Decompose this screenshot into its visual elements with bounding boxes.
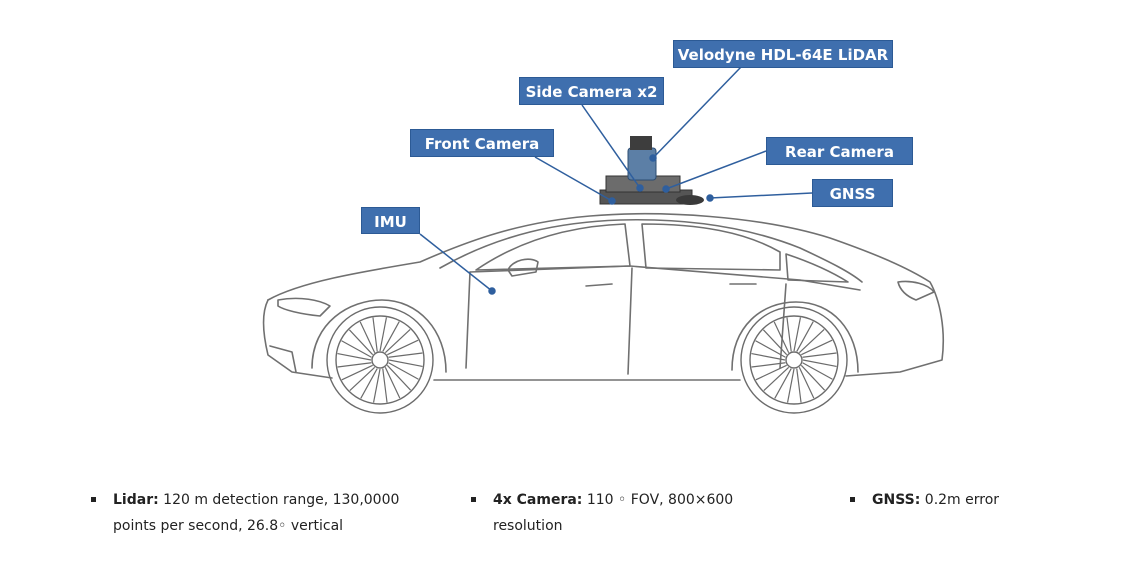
wheel-spoke bbox=[755, 340, 786, 358]
spec-item-lidar: Lidar: 120 m detection range, 130,0000 p… bbox=[91, 487, 413, 539]
wheel-spoke bbox=[337, 362, 372, 368]
wheel-spoke bbox=[379, 317, 388, 352]
wheel-spoke bbox=[751, 352, 786, 361]
wheel-spoke bbox=[388, 362, 419, 380]
wheel-spoke bbox=[796, 368, 802, 403]
wheel-spoke bbox=[384, 328, 411, 354]
wheel-spoke bbox=[337, 352, 372, 361]
rear-camera-label: Rear Camera bbox=[766, 137, 913, 165]
wheel-spoke bbox=[372, 317, 378, 352]
wheel-spoke bbox=[774, 368, 792, 399]
wheel-spoke bbox=[386, 364, 412, 391]
roof-sensor-rack bbox=[599, 136, 704, 205]
wheel-spoke bbox=[786, 317, 792, 352]
wheel-spoke bbox=[773, 321, 790, 353]
spec-text: 120 m detection range, 130,0000 bbox=[163, 492, 400, 508]
wheel-spoke bbox=[382, 321, 400, 352]
wheel-spoke bbox=[786, 368, 795, 403]
wheel-spoke bbox=[755, 364, 787, 381]
rear-wheel bbox=[740, 306, 848, 414]
wheel-spoke bbox=[800, 364, 826, 391]
imu-label: IMU bbox=[361, 207, 420, 234]
wheel-spoke bbox=[793, 317, 802, 352]
spec-name: GNSS: bbox=[872, 492, 921, 508]
wheel-spoke bbox=[798, 367, 815, 399]
wheel-spoke bbox=[798, 328, 825, 354]
wheel-spoke bbox=[388, 352, 423, 358]
spec-text-line2: resolution bbox=[493, 518, 563, 534]
wheel-spoke bbox=[341, 340, 372, 358]
wheel-spoke bbox=[751, 362, 786, 368]
spec-text-line2: points per second, 26.8◦ vertical bbox=[113, 518, 344, 534]
wheel-spoke bbox=[348, 329, 374, 356]
wheel-spoke bbox=[359, 321, 376, 353]
wheel-spoke bbox=[349, 366, 376, 392]
spec-name: 4x Camera: bbox=[493, 492, 583, 508]
bullet-marker bbox=[850, 497, 855, 502]
front-camera-label: Front Camera bbox=[410, 129, 554, 157]
lidar-label: Velodyne HDL-64E LiDAR bbox=[673, 40, 893, 68]
wheel-spoke bbox=[387, 339, 419, 356]
car-sketch bbox=[262, 213, 945, 381]
wheel-spoke bbox=[382, 368, 388, 403]
wheel-spoke bbox=[802, 362, 833, 380]
wheel-spoke bbox=[763, 366, 790, 392]
spec-text: 0.2m error bbox=[924, 492, 1000, 508]
spec-item-gnss: GNSS: 0.2m error bbox=[850, 487, 1072, 513]
bullet-marker bbox=[91, 497, 96, 502]
wheel-spokes bbox=[337, 317, 837, 403]
wheel-spoke bbox=[802, 352, 837, 358]
wheel-spoke bbox=[372, 368, 381, 403]
spec-name: Lidar: bbox=[113, 492, 159, 508]
wheel-spoke bbox=[341, 364, 373, 381]
wheel-spoke bbox=[384, 367, 401, 399]
wheel-spoke bbox=[796, 321, 814, 352]
side-camera-label: Side Camera x2 bbox=[519, 77, 664, 105]
wheel-spoke bbox=[388, 359, 423, 368]
spec-text: 110 ◦ FOV, 800×600 bbox=[586, 492, 734, 508]
spec-item-camera: 4x Camera: 110 ◦ FOV, 800×600 resolution bbox=[471, 487, 793, 539]
wheel-spoke bbox=[801, 339, 833, 356]
gnss-label: GNSS bbox=[812, 179, 893, 207]
wheel-spoke bbox=[360, 368, 378, 399]
wheel-spoke bbox=[802, 359, 837, 368]
leader-lines bbox=[419, 66, 813, 295]
wheel-spoke bbox=[762, 329, 788, 356]
front-wheel bbox=[326, 306, 434, 414]
bullet-marker bbox=[471, 497, 476, 502]
